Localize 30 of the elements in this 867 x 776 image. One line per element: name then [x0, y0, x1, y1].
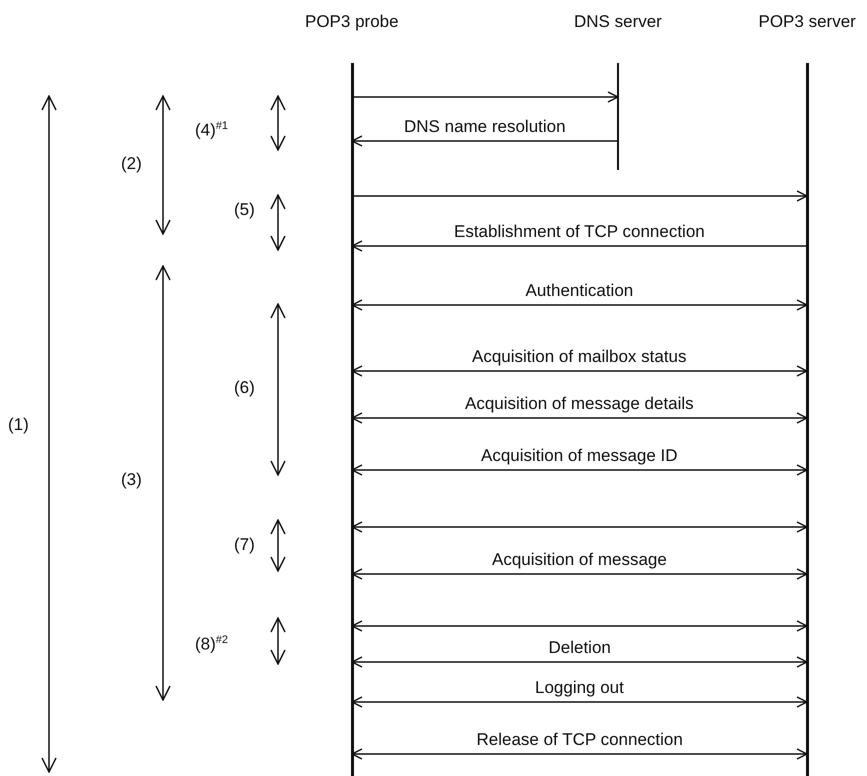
step-number: (2) [121, 154, 142, 174]
message-arrow [351, 568, 808, 580]
message-label: Acquisition of message details [463, 394, 696, 414]
message-arrow [351, 412, 808, 424]
message-arrow [351, 696, 808, 708]
message-arrow [351, 620, 808, 632]
message-arrow [351, 299, 808, 311]
message-arrow [351, 521, 808, 533]
message-arrow [351, 365, 808, 377]
message-arrow [351, 748, 808, 760]
message-arrow [351, 656, 808, 668]
step-number: (7) [234, 535, 255, 555]
message-arrow [351, 135, 618, 147]
message-arrow [352, 190, 808, 202]
message-arrow [352, 91, 619, 103]
step-number: (6) [234, 378, 255, 398]
step-number: (4)$^{#1}$ [195, 119, 228, 141]
message-label: Logging out [533, 678, 626, 698]
step-number: (8)$^{#2}$ [195, 633, 228, 655]
message-label: Acquisition of message [490, 550, 669, 570]
message-arrow [351, 464, 808, 476]
message-arrow [351, 240, 807, 252]
participant-label: DNS server [574, 12, 662, 32]
step-number: (1) [8, 415, 29, 435]
message-label: Acquisition of message ID [479, 446, 680, 466]
step-number: (3) [121, 470, 142, 490]
participant-label: POP3 server [758, 12, 856, 32]
participant-label: POP3 probe [305, 12, 399, 32]
step-number: (5) [234, 200, 255, 220]
message-label: Acquisition of mailbox status [470, 347, 688, 367]
